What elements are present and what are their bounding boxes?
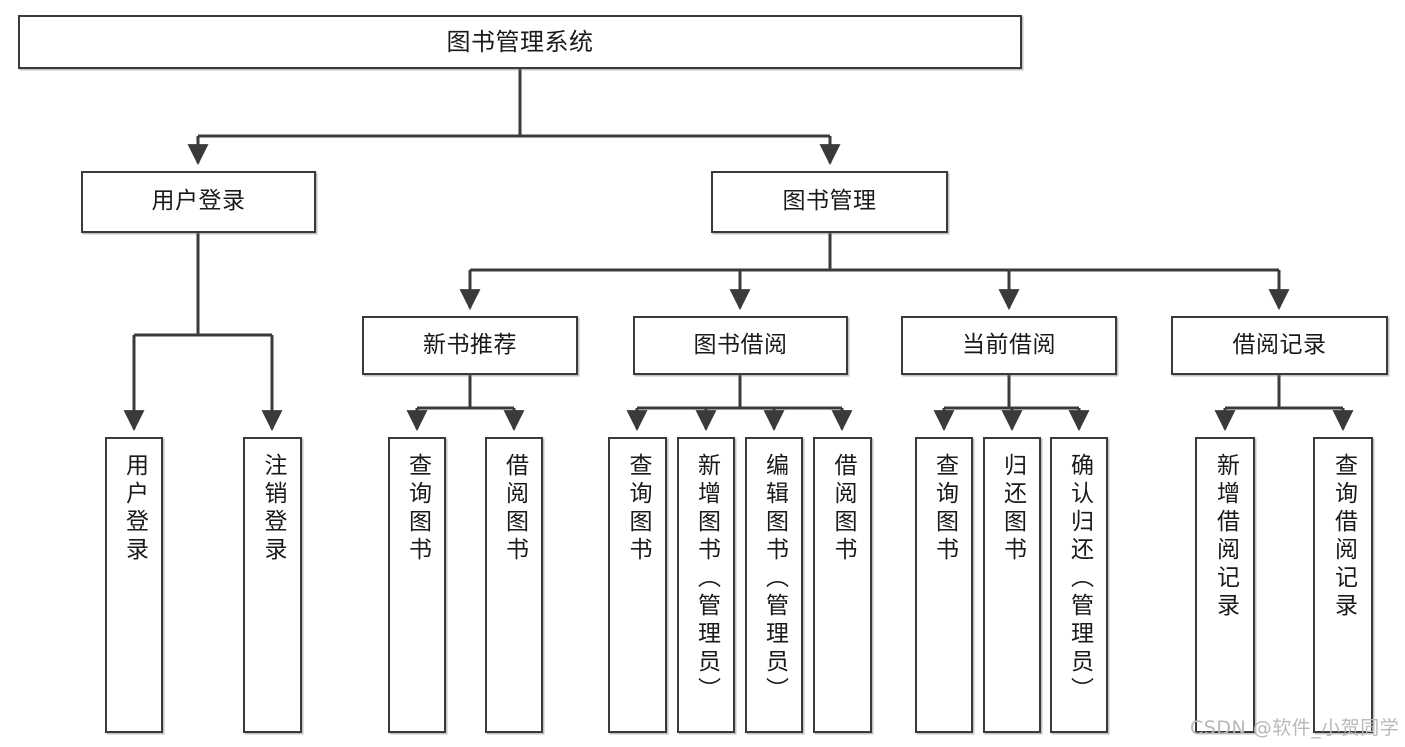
node-current-borrow-label: 当前借阅 — [962, 331, 1056, 358]
csdn-watermark: CSDN @软件_小贺同学 — [1190, 717, 1400, 739]
node-new-book-rec-label: 新书推荐 — [423, 331, 517, 358]
node-leaf-return-book[interactable]: 归还图书 — [983, 437, 1041, 733]
node-root[interactable]: 图书管理系统 — [18, 15, 1022, 69]
node-leaf-query-record-label: 查询借阅记录 — [1330, 453, 1357, 621]
node-new-book-rec[interactable]: 新书推荐 — [362, 316, 578, 375]
node-root-label: 图书管理系统 — [446, 27, 594, 56]
node-leaf-query-book-cur[interactable]: 查询图书 — [915, 437, 973, 733]
node-leaf-add-book[interactable]: 新增图书（管理员） — [677, 437, 735, 733]
node-leaf-return-book-label: 归还图书 — [999, 453, 1026, 565]
node-leaf-user-login-label: 用户登录 — [121, 453, 148, 565]
node-leaf-edit-book-label: 编辑图书（管理员） — [761, 453, 788, 705]
node-book-manage-label: 图书管理 — [782, 188, 877, 215]
node-leaf-confirm-return[interactable]: 确认归还（管理员） — [1050, 437, 1108, 733]
node-leaf-logout[interactable]: 注销登录 — [243, 437, 302, 733]
node-leaf-query-book-rec[interactable]: 查询图书 — [388, 437, 446, 733]
node-current-borrow[interactable]: 当前借阅 — [901, 316, 1117, 375]
node-leaf-logout-label: 注销登录 — [260, 453, 286, 565]
node-user-login-label: 用户登录 — [151, 188, 246, 215]
node-user-login[interactable]: 用户登录 — [81, 171, 316, 233]
node-book-borrow[interactable]: 图书借阅 — [633, 316, 848, 375]
node-leaf-query-book-cur-label: 查询图书 — [931, 453, 958, 565]
node-book-manage[interactable]: 图书管理 — [711, 171, 948, 233]
node-leaf-query-book-borrow-label: 查询图书 — [625, 453, 651, 565]
node-leaf-query-record[interactable]: 查询借阅记录 — [1313, 437, 1373, 733]
node-leaf-query-book-borrow[interactable]: 查询图书 — [608, 437, 667, 733]
node-leaf-borrow-book-label: 借阅图书 — [830, 453, 856, 565]
node-book-borrow-label: 图书借阅 — [693, 331, 788, 358]
node-leaf-user-login[interactable]: 用户登录 — [105, 437, 163, 733]
node-leaf-add-record[interactable]: 新增借阅记录 — [1195, 437, 1255, 733]
node-borrow-record[interactable]: 借阅记录 — [1171, 316, 1388, 375]
node-leaf-borrow-book-rec-label: 借阅图书 — [501, 453, 528, 565]
node-leaf-add-record-label: 新增借阅记录 — [1212, 453, 1239, 621]
node-borrow-record-label: 借阅记录 — [1232, 331, 1327, 358]
node-leaf-query-book-rec-label: 查询图书 — [404, 453, 431, 565]
node-leaf-add-book-label: 新增图书（管理员） — [693, 453, 720, 705]
node-leaf-borrow-book-rec[interactable]: 借阅图书 — [485, 437, 543, 733]
node-leaf-confirm-return-label: 确认归还（管理员） — [1066, 453, 1093, 705]
node-leaf-borrow-book[interactable]: 借阅图书 — [813, 437, 872, 733]
node-leaf-edit-book[interactable]: 编辑图书（管理员） — [745, 437, 803, 733]
